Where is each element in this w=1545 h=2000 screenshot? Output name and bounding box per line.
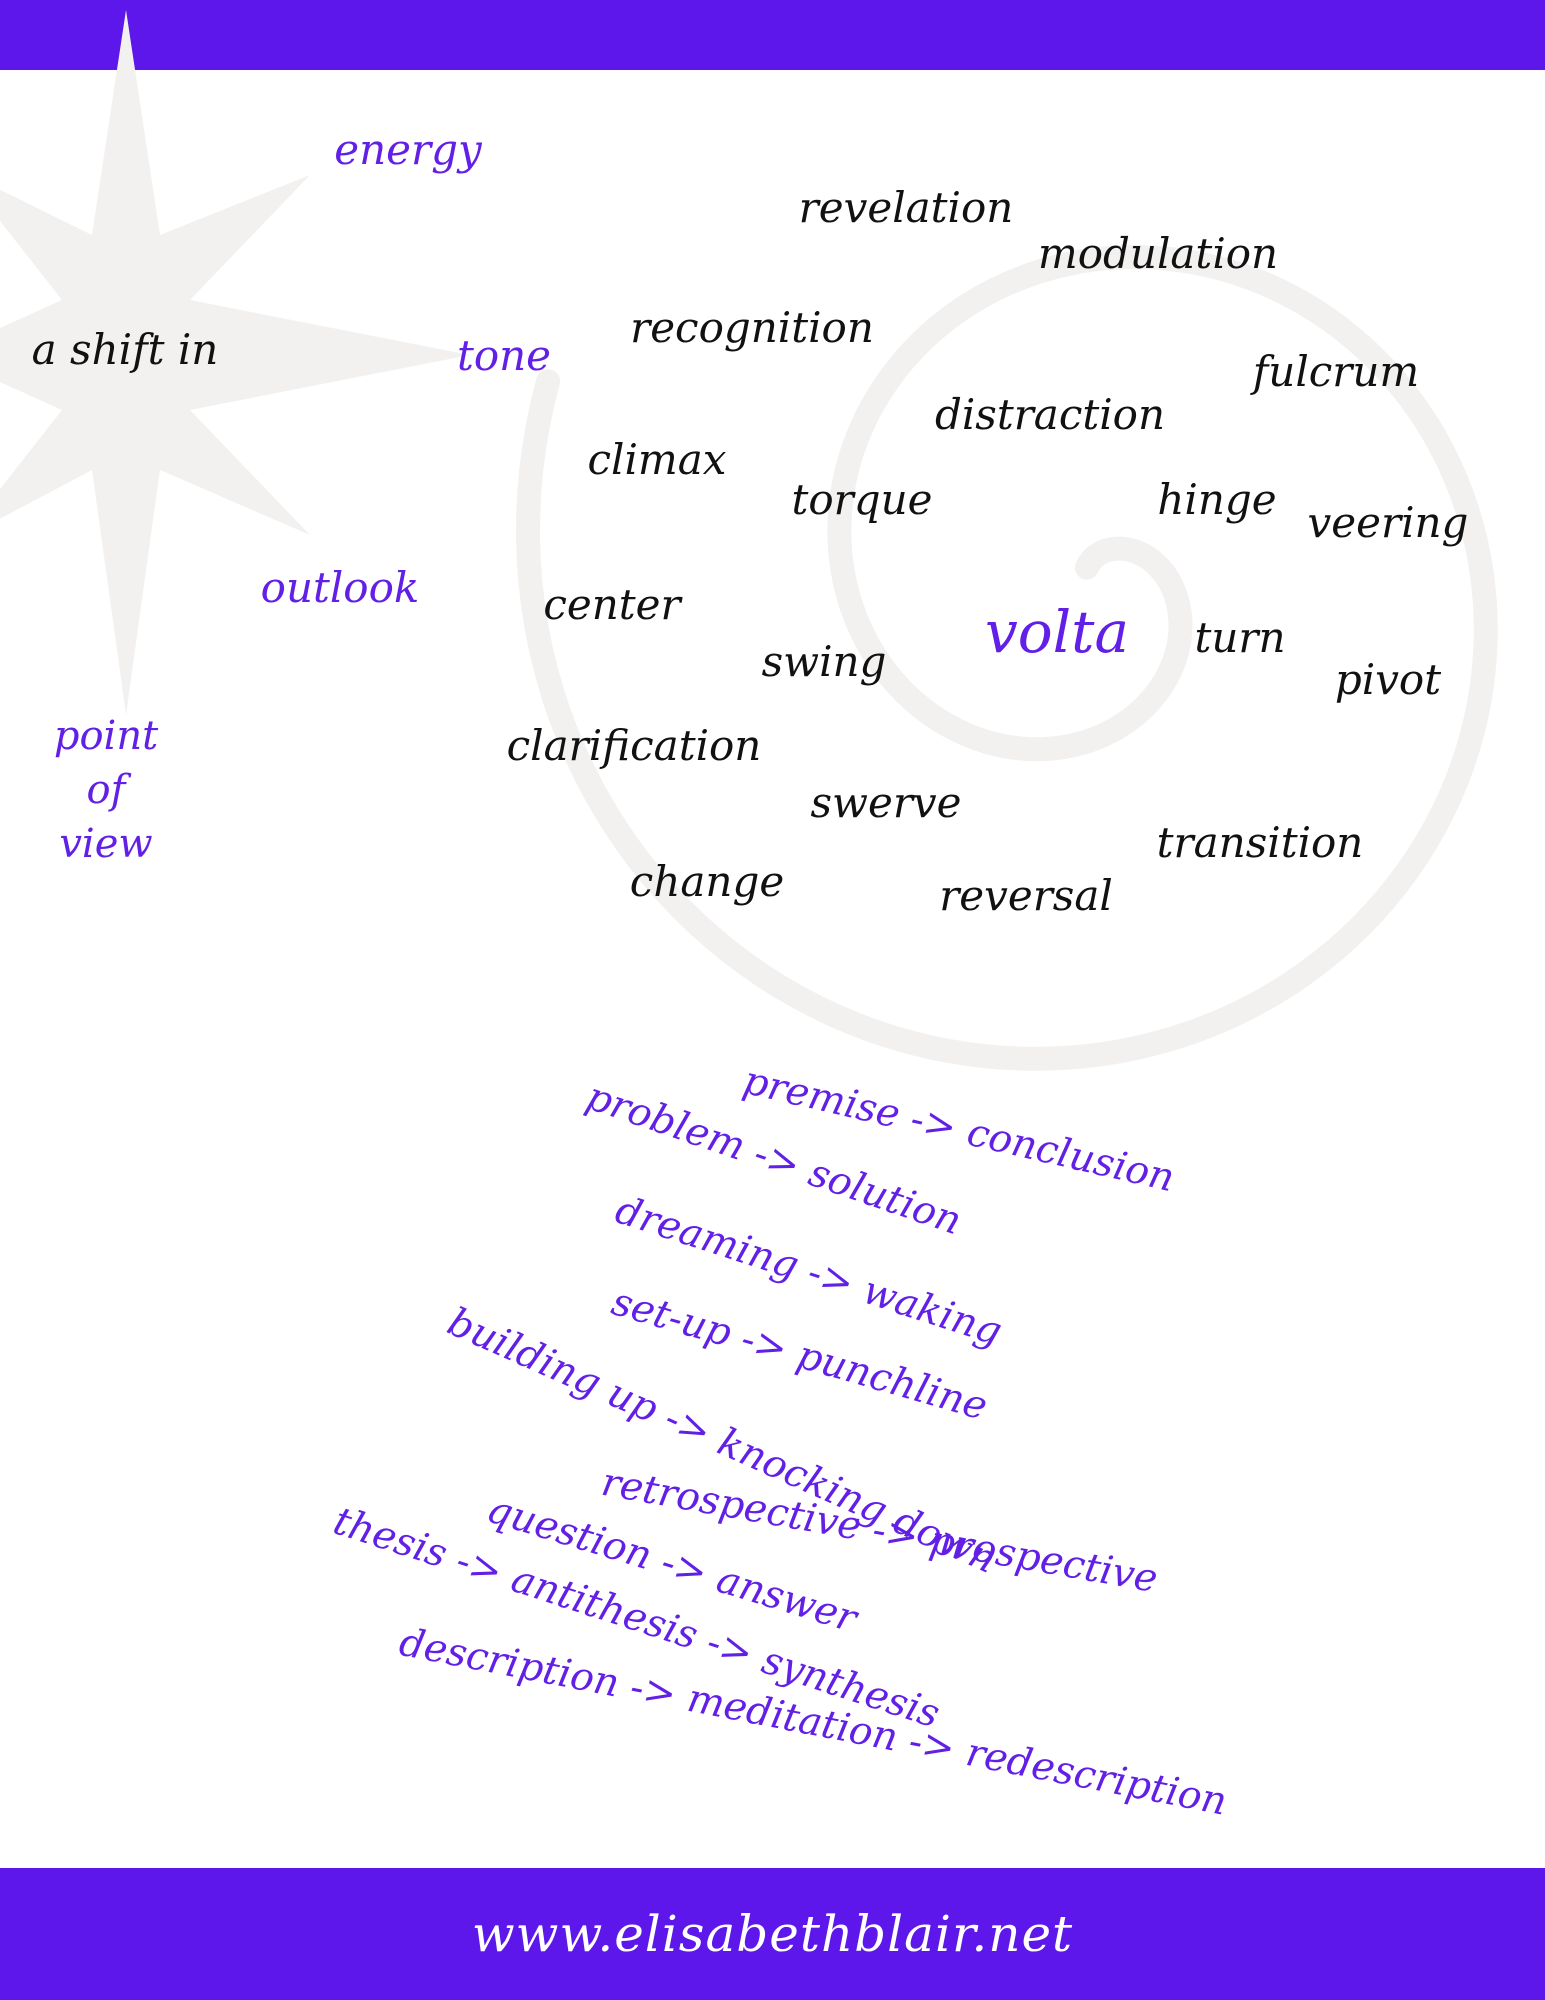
pov-line-view: view — [59, 821, 153, 867]
word-transition: transition — [1156, 818, 1364, 867]
word-veering: veering — [1307, 498, 1469, 547]
star-burst-shape — [0, 10, 470, 715]
word-swerve: swerve — [810, 778, 962, 827]
top-color-band — [0, 0, 1545, 70]
word-outlook: outlook — [260, 563, 420, 612]
word-climax: climax — [587, 435, 727, 484]
word-tone: tone — [456, 331, 552, 380]
word-clarification: clarification — [506, 721, 762, 770]
word-swing: swing — [761, 637, 887, 686]
word-recognition: recognition — [630, 303, 874, 352]
word-a-shift-in: a shift in — [31, 325, 219, 374]
word-point-of-view: point of view — [54, 709, 158, 871]
pov-line-point: point — [53, 713, 159, 759]
spiral-shape — [515, 244, 1498, 1071]
word-modulation: modulation — [1037, 229, 1279, 278]
word-turn: turn — [1194, 613, 1286, 662]
word-center: center — [543, 580, 681, 629]
footer-color-band: www.elisabethblair.net — [0, 1868, 1545, 2000]
word-hinge: hinge — [1157, 475, 1277, 524]
word-distraction: distraction — [934, 390, 1166, 439]
word-change: change — [629, 857, 785, 906]
word-reversal: reversal — [939, 871, 1113, 920]
pov-line-of: of — [86, 767, 126, 813]
word-torque: torque — [791, 475, 933, 524]
website-url[interactable]: www.elisabethblair.net — [471, 1905, 1074, 1963]
decorative-background — [0, 10, 1498, 1071]
word-volta: volta — [984, 598, 1130, 666]
word-pivot: pivot — [1334, 655, 1442, 704]
word-revelation: revelation — [798, 183, 1014, 232]
word-fulcrum: fulcrum — [1252, 347, 1420, 396]
word-energy: energy — [334, 125, 482, 174]
